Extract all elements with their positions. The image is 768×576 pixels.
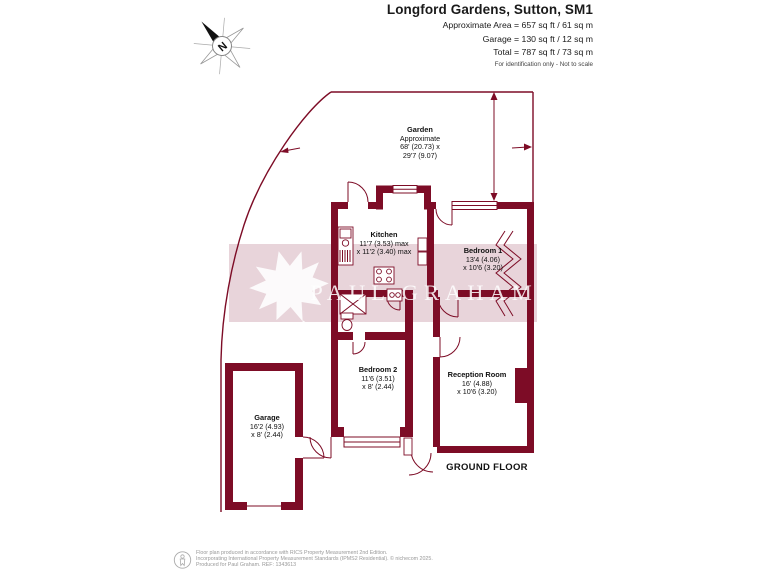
dimension-arrows bbox=[280, 92, 532, 201]
room-label-garage: Garage 16'2 (4.93) x 8' (2.44) bbox=[249, 413, 285, 440]
windows bbox=[343, 185, 498, 448]
room-label-bedroom1: Bedroom 1 13'4 (4.06) x 10'6 (3.20) bbox=[463, 246, 503, 273]
floor-label: GROUND FLOOR bbox=[446, 462, 528, 473]
chimney-breast bbox=[515, 368, 527, 403]
room-label-garden: Garden Approximate 68' (20.73) x 29'7 (9… bbox=[399, 125, 441, 160]
zigzag-symbol bbox=[495, 230, 522, 317]
nichecom-logo-icon bbox=[173, 551, 192, 569]
approx-area-line: Approximate Area = 657 sq ft / 61 sq m bbox=[442, 20, 593, 31]
footer-text: Floor plan produced in accordance with R… bbox=[196, 550, 433, 568]
watermark-text: PAUL GRAHAM bbox=[310, 280, 538, 305]
kitchen-fixtures bbox=[337, 226, 428, 302]
room-label-reception: Reception Room 16' (4.88) x 10'6 (3.20) bbox=[447, 370, 507, 397]
room-label-kitchen: Kitchen 11'7 (3.53) max x 11'2 (3.40) ma… bbox=[356, 230, 412, 257]
garden-boundary bbox=[220, 91, 534, 512]
walls bbox=[225, 185, 534, 510]
doors bbox=[245, 181, 461, 507]
room-label-bedroom2: Bedroom 2 11'6 (3.51) x 8' (2.44) bbox=[358, 365, 398, 392]
toilet-icon bbox=[340, 312, 354, 320]
total-area-line: Total = 787 sq ft / 73 sq m bbox=[493, 47, 593, 58]
bathroom-fixtures bbox=[339, 293, 367, 331]
compass-rose: N bbox=[193, 17, 251, 75]
garage-area-line: Garage = 130 sq ft / 12 sq m bbox=[482, 33, 593, 44]
disclaimer: For identification only - Not to scale bbox=[494, 60, 593, 68]
porch-pillar bbox=[403, 437, 413, 456]
page-title: Longford Gardens, Sutton, SM1 bbox=[386, 2, 593, 17]
footer: Floor plan produced in accordance with R… bbox=[173, 550, 433, 570]
header: Longford Gardens, Sutton, SM1 Approximat… bbox=[387, 2, 593, 68]
leaf-logo-icon bbox=[249, 251, 329, 336]
